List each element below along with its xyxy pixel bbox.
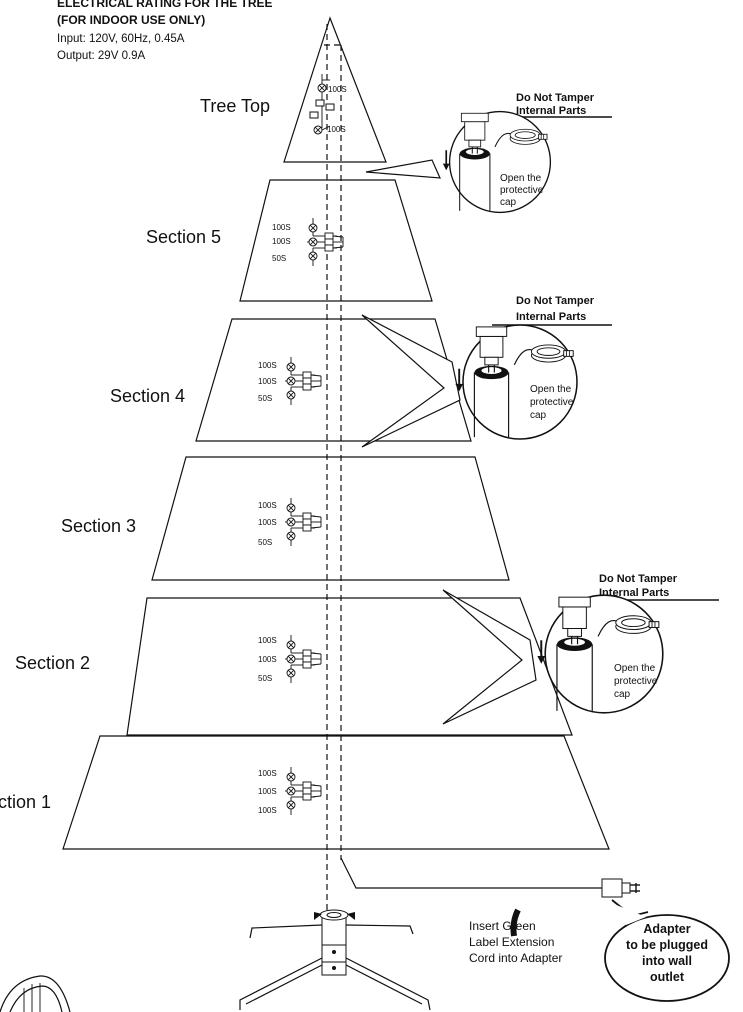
section-3-label: Section 3 [61, 516, 136, 536]
callout-3-warning-1: Do Not Tamper [599, 573, 678, 585]
section-3-circuit-3: 50S [258, 538, 272, 547]
adapter-bubble [604, 899, 730, 1002]
callout-2-open-1: Open the [530, 384, 572, 395]
tree-top-wiring [309, 74, 335, 135]
tree-top-label: Tree Top [200, 96, 270, 116]
section-1-circuit-2: 100S [258, 787, 277, 796]
adapter-note-2: to be plugged [626, 938, 708, 952]
cord-note-2: Label Extension [469, 935, 554, 949]
callout-3-open-2: protective [614, 676, 658, 687]
section-3-panel [151, 456, 510, 581]
callout-2-warning-1: Do Not Tamper [516, 295, 595, 307]
section-4-circuit-1: 100S [258, 361, 277, 370]
cord-note-3: Cord into Adapter [469, 951, 562, 965]
cord-note-1: Insert Green [469, 919, 536, 933]
section-5-label: Section 5 [146, 227, 221, 247]
callout-2-open-3: cap [530, 410, 547, 421]
section-5-circuit-2: 100S [272, 237, 291, 246]
callout-1-warning-1: Do Not Tamper [516, 92, 595, 104]
extension-cord [340, 857, 640, 937]
callout-3-open-1: Open the [614, 663, 656, 674]
section-1-label: ction 1 [0, 792, 51, 812]
section-2-circuit-2: 100S [258, 655, 277, 664]
callout-1-pointer [365, 159, 441, 179]
section-5-panel [239, 179, 433, 302]
section-1-circuit-3: 100S [258, 806, 277, 815]
callout-1-open-2: protective [500, 185, 544, 196]
section-3-circuit-2: 100S [258, 518, 277, 527]
section-4-panel [195, 318, 472, 442]
section-1-circuit-1: 100S [258, 769, 277, 778]
tree-top-circuit-2: 100S [327, 125, 346, 134]
section-5-circuit-1: 100S [272, 223, 291, 232]
corner-logo [0, 975, 71, 1012]
callout-2-pointer [361, 314, 461, 448]
section-4-label: Section 4 [110, 386, 185, 406]
rating-title: ELECTRICAL RATING FOR THE TREE [57, 0, 273, 10]
section-5-circuit-3: 50S [272, 254, 286, 263]
tree-stand [239, 909, 431, 1011]
callout-1-open-3: cap [500, 197, 517, 208]
rating-indoor-note: (FOR INDOOR USE ONLY) [57, 13, 205, 27]
callout-3-detail [536, 594, 719, 714]
callout-1-warning-2: Internal Parts [516, 105, 586, 117]
callout-1-detail [442, 110, 612, 214]
section-4-circuit-2: 100S [258, 377, 277, 386]
section-2-label: Section 2 [15, 653, 90, 673]
adapter-note-3: into wall [642, 954, 692, 968]
callout-2-warning-2: Internal Parts [516, 311, 586, 323]
adapter-note-1: Adapter [643, 922, 690, 936]
callout-3-pointer [442, 589, 537, 725]
rating-input: Input: 120V, 60Hz, 0.45A [57, 33, 185, 45]
tree-top-circuit-1: 100S [328, 85, 347, 94]
section-2-circuit-3: 50S [258, 674, 272, 683]
section-3-circuit-1: 100S [258, 501, 277, 510]
rating-output: Output: 29V 0.9A [57, 50, 146, 62]
adapter-note-4: outlet [650, 970, 685, 984]
callout-3-warning-2: Internal Parts [599, 587, 669, 599]
section-1-panel [62, 735, 610, 850]
callout-2-open-2: protective [530, 397, 574, 408]
callout-1-open-1: Open the [500, 173, 542, 184]
section-4-circuit-3: 50S [258, 394, 272, 403]
section-2-panel [126, 597, 573, 736]
section-2-circuit-1: 100S [258, 636, 277, 645]
callout-3-open-3: cap [614, 689, 631, 700]
tree-top-panel [283, 16, 387, 163]
callout-2-detail [454, 324, 612, 440]
